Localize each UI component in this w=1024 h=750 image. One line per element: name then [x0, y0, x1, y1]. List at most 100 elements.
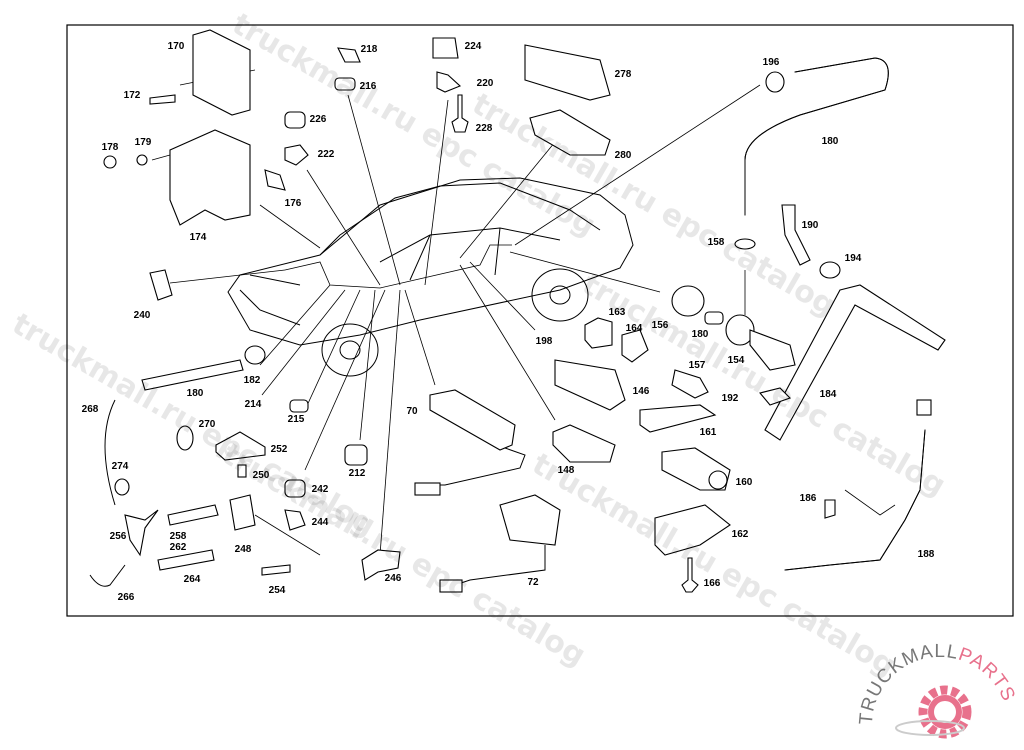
bracket-174	[169, 129, 251, 226]
bolt-186	[824, 499, 836, 519]
label-163: 163	[609, 307, 626, 318]
label-178: 178	[102, 142, 119, 153]
label-186: 186	[800, 493, 817, 504]
grommet-224	[432, 37, 459, 59]
hose-258	[167, 504, 219, 526]
label-162: 162	[732, 529, 749, 540]
control-unit-170	[192, 29, 251, 116]
label-268: 268	[82, 404, 99, 415]
connector-222	[284, 144, 309, 166]
label-212: 212	[349, 468, 366, 479]
label-194: 194	[845, 253, 862, 264]
clip-218	[337, 47, 361, 63]
control-unit-72	[499, 494, 561, 546]
label-184: 184	[820, 389, 837, 400]
hose-266	[89, 564, 126, 587]
connector-146	[554, 359, 626, 411]
stud-250	[237, 464, 247, 478]
bolt-178	[103, 155, 117, 169]
sleeve-242	[284, 479, 306, 498]
label-70: 70	[406, 406, 418, 417]
label-246: 246	[385, 573, 402, 584]
label-280: 280	[615, 150, 632, 161]
washer-179	[136, 154, 148, 166]
bracket-161	[639, 404, 717, 433]
label-250: 250	[253, 470, 270, 481]
label-264: 264	[184, 574, 201, 585]
label-172: 172	[124, 90, 141, 101]
connector-278	[524, 44, 611, 101]
label-182: 182	[244, 375, 261, 386]
valve-248	[229, 494, 256, 531]
screw-228	[451, 94, 469, 133]
grommet-240	[149, 269, 173, 301]
switch-157	[671, 369, 709, 399]
cover-252	[215, 431, 266, 461]
leader-lines	[151, 69, 896, 556]
clamp-182	[244, 345, 266, 365]
label-148: 148	[558, 465, 575, 476]
sleeve-216	[334, 77, 356, 91]
label-190: 190	[802, 220, 819, 231]
label-188: 188	[918, 549, 935, 560]
hose-180-c	[141, 359, 244, 391]
sleeve-215	[289, 399, 309, 413]
sleeve-212	[344, 444, 368, 466]
label-198: 198	[536, 336, 553, 347]
clamp-270	[176, 425, 194, 451]
clamp-194	[819, 261, 841, 279]
bracket-246	[361, 549, 401, 581]
label-256: 256	[110, 531, 127, 542]
connector-70	[414, 482, 441, 496]
cover-164	[621, 329, 649, 363]
gear-icon	[895, 685, 972, 739]
connector-72	[439, 579, 463, 593]
fitting-190	[781, 204, 811, 266]
label-262: 262	[170, 542, 187, 553]
label-214: 214	[245, 399, 262, 410]
label-166: 166	[704, 578, 721, 589]
hose-264	[157, 549, 215, 571]
label-154: 154	[728, 355, 745, 366]
label-180-c: 180	[187, 388, 204, 399]
label-248: 248	[235, 544, 252, 555]
label-157: 157	[689, 360, 706, 371]
sleeve-180-b	[704, 311, 724, 325]
label-174: 174	[190, 232, 207, 243]
label-222: 222	[318, 149, 335, 160]
hose-184	[764, 284, 946, 441]
grommet-156	[671, 285, 705, 317]
label-192: 192	[722, 393, 739, 404]
watermarks: truckmall.ru epc catalog truckmall.ru ep…	[6, 7, 951, 684]
hose-268	[104, 399, 116, 506]
label-240: 240	[134, 310, 151, 321]
label-180-b: 180	[692, 329, 709, 340]
label-226: 226	[310, 114, 327, 125]
label-72: 72	[527, 577, 539, 588]
screw-172	[149, 94, 176, 105]
label-180: 180	[822, 136, 839, 147]
label-220: 220	[477, 78, 494, 89]
bracket-220	[436, 71, 462, 93]
label-164: 164	[626, 323, 643, 334]
label-274: 274	[112, 461, 129, 472]
label-176: 176	[285, 198, 302, 209]
clamp-158	[734, 238, 756, 250]
grommet-226	[284, 111, 306, 129]
clip-244	[284, 509, 306, 531]
cover-148	[552, 424, 616, 463]
label-252: 252	[271, 444, 288, 455]
label-160: 160	[736, 477, 753, 488]
label-216: 216	[360, 81, 377, 92]
label-228: 228	[476, 123, 493, 134]
label-158: 158	[708, 237, 725, 248]
label-270: 270	[199, 419, 216, 430]
control-unit-70	[429, 389, 516, 451]
label-224: 224	[465, 41, 482, 52]
label-170: 170	[168, 41, 185, 52]
connector-256	[124, 509, 159, 557]
fitting-188	[916, 399, 932, 416]
clip-176	[264, 169, 286, 191]
diagram-frame	[66, 24, 1014, 617]
cover-163	[584, 317, 613, 349]
